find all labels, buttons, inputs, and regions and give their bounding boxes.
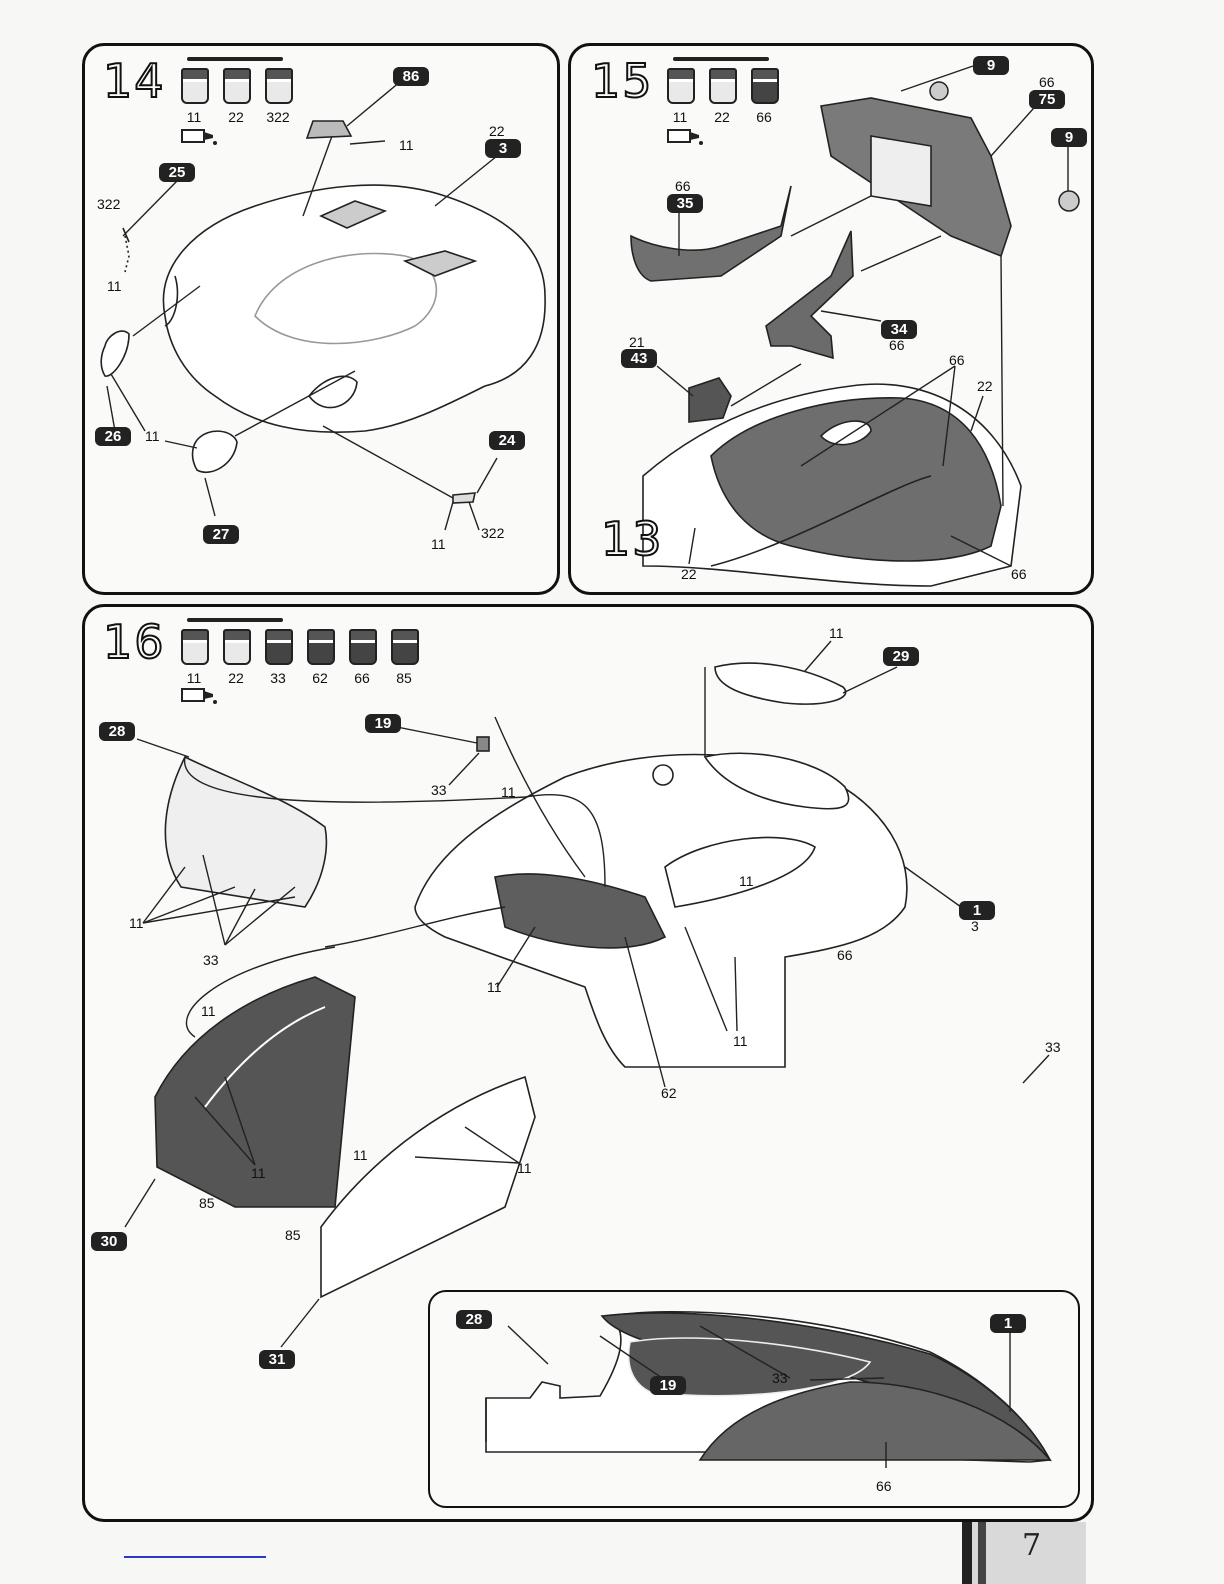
paint-callout: 11: [145, 428, 160, 444]
paint-callout: 11: [517, 1160, 532, 1176]
paint-callout: 322: [481, 525, 504, 541]
part-3-tag: 3: [485, 139, 521, 158]
part-26-tag: 26: [95, 427, 131, 446]
paint-callout: 22: [977, 378, 993, 394]
paint-callout: 11: [487, 979, 502, 995]
paint-callout: 85: [285, 1227, 301, 1243]
part-19-tag: 19: [365, 714, 401, 733]
paint-callout: 66: [1039, 74, 1055, 90]
paint-callout: 11: [829, 625, 844, 641]
paint-callout: 11: [129, 915, 144, 931]
paint-callout: 11: [501, 784, 516, 800]
footer-rule: [124, 1556, 266, 1558]
paint-callout: 11: [739, 873, 754, 889]
paint-callout: 66: [889, 337, 905, 353]
reference-step-13: 13: [601, 516, 664, 562]
part-43-tag: 43: [621, 349, 657, 368]
paint-callout: 322: [97, 196, 120, 212]
interior-drawing: [571, 46, 1091, 592]
part-30-tag: 30: [91, 1232, 127, 1251]
part-25-tag: 25: [159, 163, 195, 182]
part-9-tag: 9: [1051, 128, 1087, 147]
paint-callout: 3: [971, 918, 979, 934]
paint-callout: 11: [353, 1147, 368, 1163]
page-number: 7: [1022, 1528, 1041, 1563]
part-28-tag: 28: [456, 1310, 492, 1329]
part-9-tag: 9: [973, 56, 1009, 75]
paint-callout: 66: [876, 1478, 892, 1494]
finished-view-inset: 28 19 33 1 66: [428, 1290, 1080, 1508]
paint-callout: 66: [837, 947, 853, 963]
finished-body-drawing: [430, 1292, 1078, 1506]
paint-callout: 33: [1045, 1039, 1061, 1055]
part-19-tag: 19: [650, 1376, 686, 1395]
hood-drawing: [85, 46, 557, 592]
paint-callout: 22: [489, 123, 505, 139]
paint-callout: 11: [399, 137, 414, 153]
step-15-panel: 15 11 22 66: [568, 43, 1094, 595]
part-1-tag: 1: [990, 1314, 1026, 1333]
paint-callout: 66: [675, 178, 691, 194]
step-14-panel: 14 11 22 322: [82, 43, 560, 595]
paint-callout: 11: [431, 536, 446, 552]
part-24-tag: 24: [489, 431, 525, 450]
part-29-tag: 29: [883, 647, 919, 666]
paint-callout: 22: [681, 566, 697, 582]
paint-callout: 11: [201, 1003, 216, 1019]
part-31-tag: 31: [259, 1350, 295, 1369]
paint-callout: 66: [949, 352, 965, 368]
part-86-tag: 86: [393, 67, 429, 86]
paint-callout: 11: [251, 1165, 266, 1181]
paint-callout: 21: [629, 334, 645, 350]
paint-callout: 33: [431, 782, 447, 798]
paint-callout: 11: [733, 1033, 748, 1049]
paint-callout: 85: [199, 1195, 215, 1211]
part-35-tag: 35: [667, 194, 703, 213]
part-27-tag: 27: [203, 525, 239, 544]
paint-callout: 62: [661, 1085, 677, 1101]
paint-callout: 66: [1011, 566, 1027, 582]
part-28-tag: 28: [99, 722, 135, 741]
paint-callout: 33: [772, 1370, 788, 1386]
paint-callout: 11: [107, 278, 122, 294]
paint-callout: 33: [203, 952, 219, 968]
part-75-tag: 75: [1029, 90, 1065, 109]
